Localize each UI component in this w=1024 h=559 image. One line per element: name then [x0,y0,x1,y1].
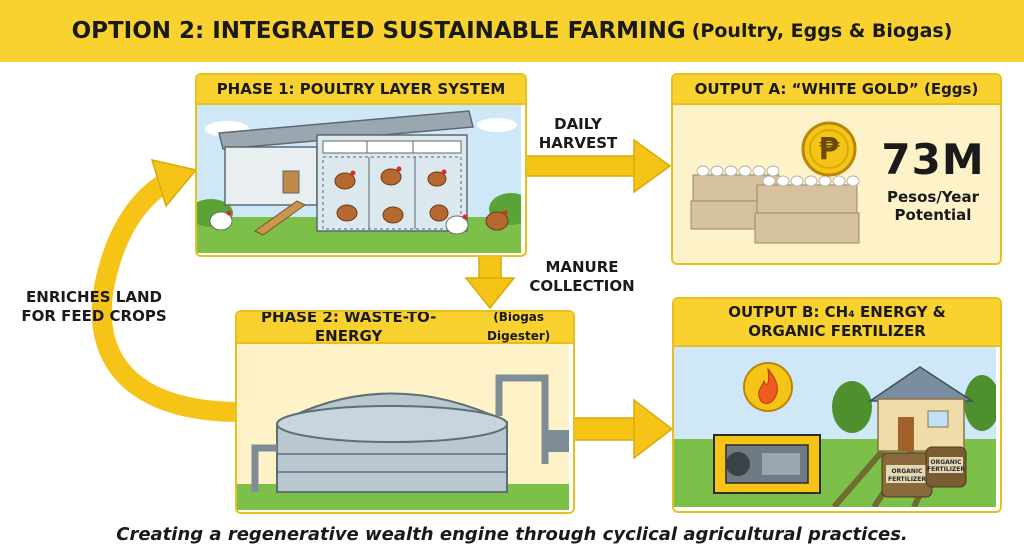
egg-trays-illustration: ₱ [673,105,996,261]
cycle-arrow [91,171,237,422]
daily-harvest-label: DAILY HARVEST [528,115,628,153]
cycle-arrowhead [150,158,198,208]
phase2-panel: PHASE 2: WASTE-TO-ENERGY (Biogas Digeste… [235,310,575,514]
manure-arrowhead [464,277,516,310]
page-subtitle: (Poultry, Eggs & Biogas) [691,20,953,42]
output-b-title: OUTPUT B: CH₄ ENERGY & ORGANIC FERTILIZE… [674,299,1000,347]
title-banner: OPTION 2: INTEGRATED SUSTAINABLE FARMING… [0,0,1024,62]
egg-value-unit: Pesos/Year Potential [868,188,998,224]
egg-value: 73M [881,135,985,184]
output-b-title-line1: OUTPUT B: CH₄ ENERGY & [728,303,946,321]
energy-arrowhead [633,398,674,460]
unit-line2: Potential [894,206,972,224]
phase2-title-small: (Biogas Digester) [487,310,551,343]
daily-harvest-line2: HARVEST [538,134,618,152]
manure-collection-label: MANURE COLLECTION [516,258,648,296]
enrich-line2: FOR FEED CROPS [21,307,167,325]
phase1-title-text: PHASE 1: POULTRY LAYER SYSTEM [216,79,506,98]
enrich-line1: ENRICHES LAND [26,288,162,306]
harvest-arrowhead [633,138,672,194]
coin-symbol: ₱ [819,132,840,167]
daily-harvest-line1: DAILY [554,115,602,133]
bag1-label-line2: FERTILIZER [888,476,926,483]
phase2-title-text: PHASE 2: WASTE-TO-ENERGY [260,310,437,345]
bag2-label-line2: FERTILIZER [927,466,965,473]
phase1-title: PHASE 1: POULTRY LAYER SYSTEM [197,75,525,105]
energy-arrow-shaft [571,417,637,441]
bag1-label-line1: ORGANIC [892,468,924,475]
footer-caption: Creating a regenerative wealth engine th… [116,524,908,545]
output-a-panel: OUTPUT A: “WHITE GOLD” (Eggs) ₱ [671,73,1002,265]
page-title: OPTION 2: INTEGRATED SUSTAINABLE FARMING [71,18,686,44]
output-a-title: OUTPUT A: “WHITE GOLD” (Eggs) [673,75,1000,105]
energy-fertilizer-illustration: ORGANIC FERTILIZER ORGANIC FERTILIZER [674,347,1000,509]
poultry-coop-illustration [197,105,525,253]
bag2-label-line1: ORGANIC [931,459,963,466]
flame-icon [758,367,778,404]
unit-line1: Pesos/Year [887,188,979,206]
output-b-panel: OUTPUT B: CH₄ ENERGY & ORGANIC FERTILIZE… [672,297,1002,513]
harvest-arrow-shaft [521,155,637,177]
output-b-title-line2: ORGANIC FERTILIZER [748,322,926,340]
manure-line2: COLLECTION [529,277,635,295]
manure-line1: MANURE [545,258,619,276]
output-a-title-text: OUTPUT A: “WHITE GOLD” (Eggs) [694,79,979,98]
enriches-land-label: ENRICHES LAND FOR FEED CROPS [4,288,184,326]
phase1-panel: PHASE 1: POULTRY LAYER SYSTEM [195,73,527,257]
biogas-digester-illustration [237,344,569,510]
phase2-title: PHASE 2: WASTE-TO-ENERGY (Biogas Digeste… [237,310,573,345]
